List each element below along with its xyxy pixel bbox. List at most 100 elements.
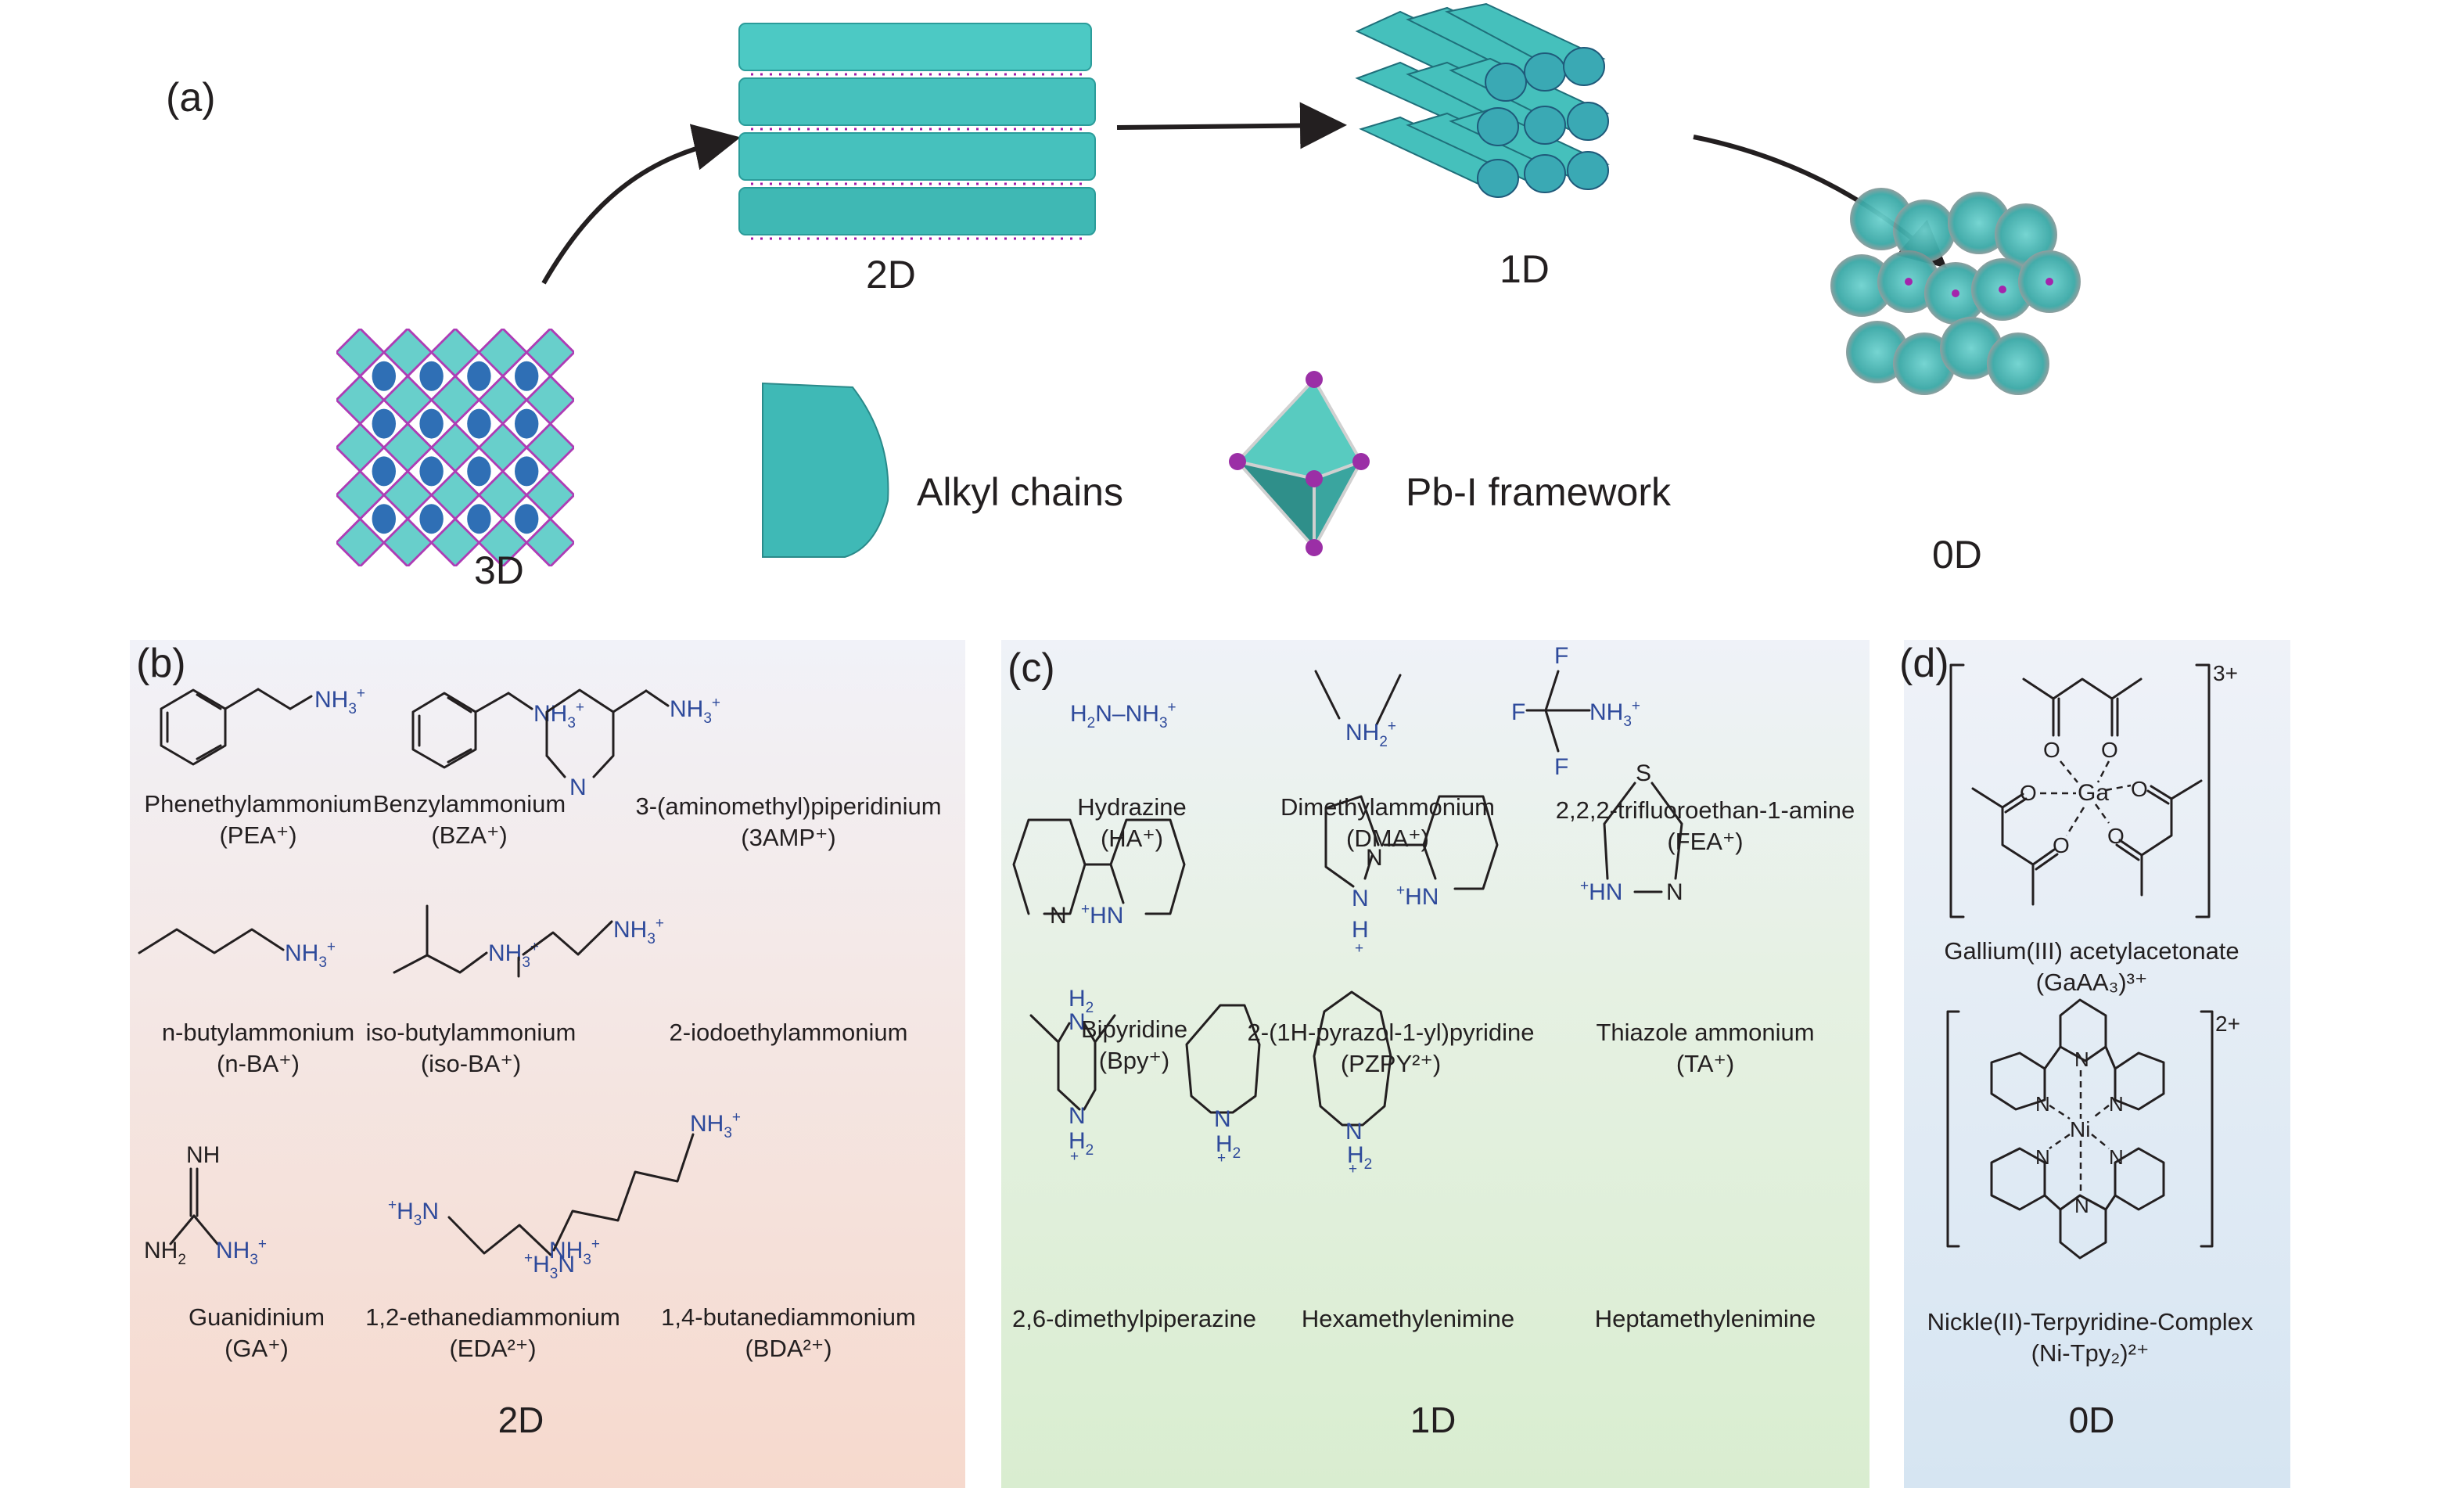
- svg-text:N: N: [1345, 1119, 1363, 1145]
- molecule-3amp-structure: N NH3+: [545, 688, 720, 800]
- molecule-name-3amp: 3-(aminomethyl)piperidinium(3AMP⁺): [635, 793, 942, 851]
- svg-text:NH3+: NH3+: [285, 939, 336, 971]
- svg-text:NH3+: NH3+: [1589, 698, 1640, 730]
- panel-c-1d-cations: (c) H2N–NH3+ NH2+ F F F NH3+ N +HN: [1001, 640, 1870, 1488]
- svg-text:3+: 3+: [2213, 661, 2238, 685]
- molecule-name-dma: Dimethylammonium(DMA⁺): [1280, 793, 1495, 852]
- svg-text:N: N: [1352, 886, 1369, 911]
- svg-text:+H3N: +H3N: [388, 1197, 439, 1229]
- svg-text:O: O: [2107, 824, 2125, 848]
- svg-text:+: +: [1355, 940, 1363, 957]
- molecule-name-eda: 1,2-ethanediammonium(EDA²⁺): [365, 1303, 620, 1362]
- svg-text:O: O: [2131, 777, 2148, 801]
- svg-text:+HN: +HN: [1580, 878, 1622, 905]
- slabs-2d-icon: [738, 23, 1096, 240]
- svg-text:N: N: [2109, 1092, 2124, 1116]
- svg-text:+: +: [1217, 1150, 1226, 1166]
- molecule-name-bza: Benzylammonium(BZA⁺): [372, 790, 566, 849]
- molecule-ha-structure: H2N–NH3+: [1070, 699, 1176, 731]
- molecule-name-dimethylpiperazine: 2,6-dimethylpiperazine: [1012, 1305, 1256, 1332]
- molecule-gaaa3-structure: 3+ O O Ga O O O O: [1949, 661, 2238, 918]
- label-1d: 1D: [1500, 247, 1550, 291]
- molecule-name-ta: Thiazole ammonium(TA⁺): [1596, 1019, 1815, 1077]
- molecule-pzpy-structure: N N H + +HN: [1324, 795, 1499, 957]
- svg-text:+HN: +HN: [1081, 901, 1123, 929]
- svg-text:F: F: [1511, 699, 1525, 725]
- svg-text:N: N: [1069, 1103, 1086, 1129]
- molecule-name-bpy: Bipyridine(Bpy⁺): [1080, 1015, 1188, 1074]
- molecule-name-bda: 1,4-butanediammonium(BDA²⁺): [661, 1303, 916, 1362]
- svg-text:N: N: [2109, 1145, 2124, 1169]
- molecule-name-ni-tpy2: Nickle(II)-Terpyridine-Complex(Ni-Tpy₂)²…: [1927, 1308, 2254, 1367]
- molecule-iodoethylammonium-structure: NH3+: [517, 915, 664, 978]
- molecule-name-hexamethylenimine: Hexamethylenimine: [1301, 1305, 1515, 1332]
- svg-text:H: H: [1352, 917, 1369, 943]
- label-3d: 3D: [474, 548, 524, 592]
- molecule-n-ba-structure: NH3+: [138, 928, 336, 971]
- svg-text:Ga: Ga: [2078, 780, 2109, 806]
- panel-b-footer: 2D: [497, 1400, 544, 1440]
- octahedron-icon: [1229, 371, 1370, 556]
- svg-text:+H3N: +H3N: [524, 1250, 575, 1282]
- svg-text:Ni: Ni: [2070, 1117, 2090, 1141]
- svg-text:N: N: [2035, 1092, 2050, 1116]
- panel-d-0d-cations: (d) 3+ O O Ga O O O O: [1899, 640, 2290, 1488]
- panel-c-footer: 1D: [1410, 1400, 1456, 1440]
- svg-text:N: N: [1050, 903, 1067, 929]
- arrow-3d-to-2d: [541, 124, 741, 285]
- svg-text:NH3+: NH3+: [314, 685, 365, 717]
- svg-text:NH3+: NH3+: [488, 939, 539, 971]
- molecule-bpy-structure: N +HN: [1012, 818, 1186, 929]
- panel-d-footer: 0D: [2068, 1400, 2115, 1440]
- molecule-ta-structure: S +HN N: [1580, 760, 1683, 905]
- panel-c-structures: H2N–NH3+ NH2+ F F F NH3+ N +HN: [1012, 643, 1683, 1177]
- molecule-name-fea: 2,2,2-trifluoroethan-1-amine(FEA⁺): [1555, 796, 1855, 855]
- molecule-name-heptamethylenimine: Heptamethylenimine: [1594, 1305, 1816, 1332]
- svg-text:+: +: [1070, 1148, 1079, 1165]
- svg-text:F: F: [1554, 754, 1568, 780]
- panel-b-label: (b): [136, 641, 186, 686]
- alkyl-chain-icon: [762, 382, 889, 558]
- arrow-2d-to-1d: [1116, 102, 1347, 149]
- lattice-3d-icon: [334, 326, 576, 569]
- molecule-bza-structure: NH3+: [411, 692, 584, 769]
- legend-alkyl-chains: Alkyl chains: [917, 470, 1123, 514]
- molecule-name-ga: Guanidinium(GA⁺): [188, 1303, 325, 1362]
- svg-text:+: +: [1349, 1161, 1357, 1177]
- svg-text:NH3+: NH3+: [670, 695, 720, 727]
- molecule-ni-tpy2-structure: 2+ N N N Ni N N N: [1946, 998, 2240, 1260]
- svg-text:+HN: +HN: [1396, 882, 1439, 910]
- panel-b-2d-cations: (b) NH3+ NH3+ N NH3+ NH3+: [130, 640, 965, 1488]
- svg-text:NH3+: NH3+: [613, 915, 664, 947]
- molecule-dma-structure: NH2+: [1314, 670, 1402, 750]
- panel-b-structures: NH3+ NH3+ N NH3+ NH3+ NH3+: [138, 685, 741, 1282]
- panel-a-label: (a): [166, 75, 216, 120]
- molecule-hexamethylenimine-structure: [1185, 1004, 1261, 1114]
- panel-d-structures: 3+ O O Ga O O O O: [1946, 661, 2240, 1260]
- panel-a-schematic: [541, 2, 2081, 558]
- svg-text:O: O: [2101, 738, 2118, 762]
- clusters-0d-icon: [1830, 188, 2081, 395]
- svg-text:O: O: [2053, 833, 2070, 857]
- svg-text:N: N: [1069, 1009, 1086, 1035]
- panel-c-label: (c): [1008, 645, 1055, 691]
- molecule-name-gaaa3: Gallium(III) acetylacetonate(GaAA₃)³⁺: [1944, 937, 2240, 996]
- svg-text:NH: NH: [186, 1142, 220, 1168]
- svg-text:NH2+: NH2+: [1345, 718, 1396, 750]
- molecule-name-pea: Phenethylammonium(PEA⁺): [144, 790, 372, 849]
- molecule-iso-ba-structure: NH3+: [393, 904, 539, 974]
- molecule-name-n-ba: n-butylammonium(n-BA⁺): [161, 1019, 355, 1077]
- molecule-name-iodoethylammonium: 2-iodoethylammonium: [669, 1019, 908, 1046]
- label-2d: 2D: [866, 253, 916, 297]
- svg-text:O: O: [2043, 738, 2060, 762]
- svg-text:2+: 2+: [2215, 1012, 2240, 1036]
- molecule-name-ha: Hydrazine(HA⁺): [1077, 793, 1187, 852]
- molecule-fea-structure: F F F NH3+: [1511, 643, 1640, 780]
- svg-text:N: N: [569, 775, 587, 800]
- svg-text:N: N: [1214, 1106, 1231, 1132]
- legend-pb-i-framework: Pb-I framework: [1406, 470, 1671, 514]
- svg-text:NH3+: NH3+: [690, 1109, 741, 1141]
- molecule-ga-structure: NH NH2 NH3+: [144, 1142, 267, 1268]
- rods-1d-icon: [1355, 2, 1610, 198]
- svg-text:N: N: [2074, 1048, 2089, 1071]
